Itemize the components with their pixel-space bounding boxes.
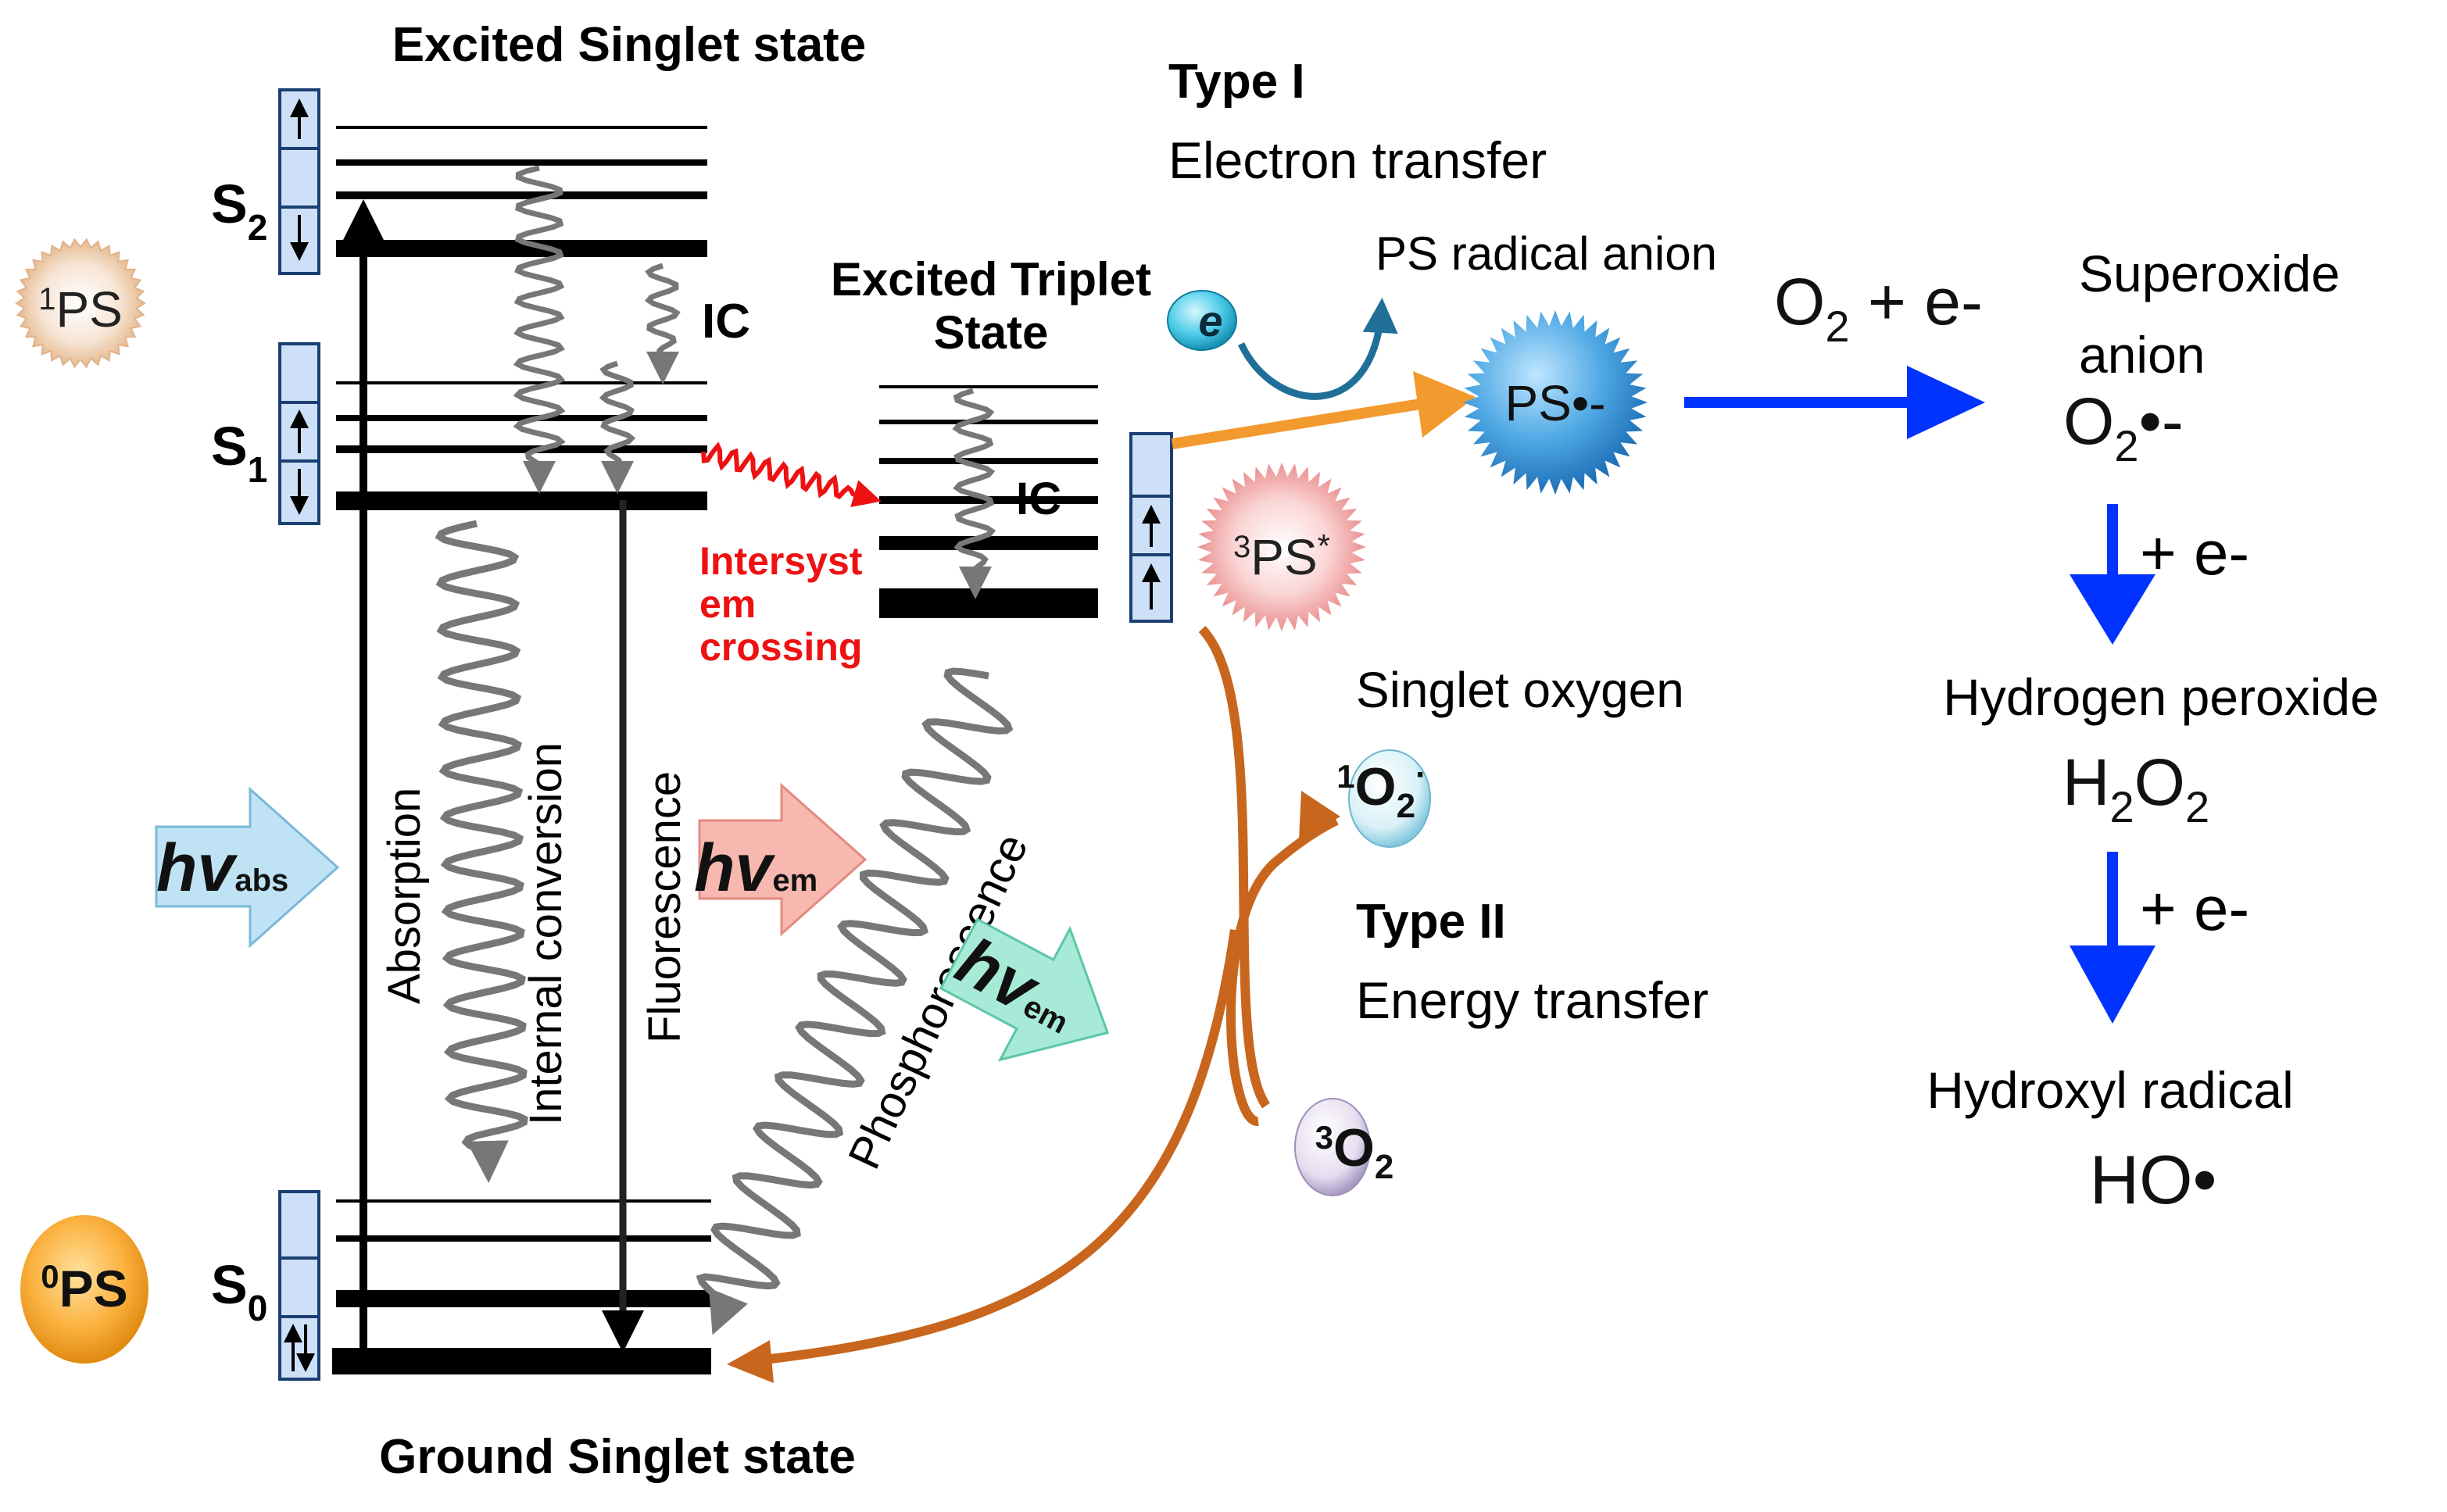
hydrogen-peroxide-label: Hydrogen peroxide	[1943, 668, 2379, 726]
type1-subtitle: Electron transfer	[1168, 131, 1547, 189]
svg-text:1O2·: 1O2·	[1336, 756, 1426, 825]
singlet-oxygen-label: Singlet oxygen	[1356, 662, 1684, 718]
excited-triplet-heading-line2: State	[934, 306, 1049, 359]
s1-label: S1	[211, 416, 267, 490]
ps-radical-anion-starburst: PS•-	[1463, 310, 1647, 495]
type2-arrowhead-singlet-oxygen	[1299, 791, 1340, 840]
fluorescence-label: Fluorescence	[639, 771, 690, 1043]
spin-box-s2	[278, 88, 320, 275]
superoxide-formation-arrow	[1684, 366, 1985, 439]
type2-title: Type II	[1356, 895, 1506, 949]
ground-singlet-heading: Ground Singlet state	[379, 1430, 856, 1484]
absorption-label: Absorption	[379, 788, 430, 1004]
phosphorescence-wavy-arrow	[696, 667, 1014, 1335]
ic-wavy-arrow-triplet	[952, 388, 996, 599]
s1-levels	[336, 381, 707, 510]
type1-orange-arrow	[1171, 371, 1476, 449]
hydroxyl-radical-label: Hydroxyl radical	[1926, 1061, 2293, 1119]
svg-text:PS•-: PS•-	[1504, 375, 1605, 431]
ps3-starburst: 3PS*	[1197, 463, 1366, 631]
superoxide-formula: O2•-	[2063, 384, 2184, 470]
spin-box-triplet	[1129, 432, 1173, 623]
internal-conversion-label: Internal conversion	[521, 742, 571, 1125]
ps-radical-anion-label: PS radical anion	[1376, 227, 1717, 280]
electron-ball: e	[1167, 290, 1237, 351]
internal-conversion-wavy-arrow	[435, 520, 528, 1183]
spin-box-s1	[278, 342, 320, 525]
svg-text:hvem: hvem	[694, 831, 817, 906]
ps1-starburst: 1PS	[15, 238, 146, 369]
spin-box-s0	[278, 1190, 320, 1381]
svg-text:e: e	[1198, 296, 1222, 345]
ic-label-triplet: IC	[1016, 474, 1061, 524]
type2-energy-transfer-arrows	[749, 625, 1339, 1366]
hydroxyl-formation-arrow	[2070, 852, 2155, 1024]
triplet-levels	[879, 385, 1098, 618]
h2o2-formula: H2O2	[2062, 745, 2209, 831]
excited-singlet-heading: Excited Singlet state	[392, 18, 866, 72]
s0-label: S0	[211, 1254, 267, 1328]
type1-title: Type I	[1168, 55, 1305, 109]
hydrogen-peroxide-formation-arrow	[2070, 504, 2155, 645]
ps0-ball: 0PS	[20, 1215, 148, 1364]
ic-wavy-arrow-s1	[599, 360, 636, 494]
s2-levels	[336, 126, 707, 257]
electron-transfer-curve	[1237, 298, 1398, 400]
svg-text:3PS*: 3PS*	[1233, 527, 1330, 585]
type2-subtitle: Energy transfer	[1356, 971, 1708, 1029]
singlet-oxygen-ball: 1O2·	[1336, 749, 1431, 848]
photon-abs-arrow: hvabs	[155, 786, 340, 949]
ic-wavy-arrow-s2-2	[644, 263, 681, 384]
svg-text:hvabs: hvabs	[156, 831, 288, 906]
ic-label-singlet: IC	[702, 295, 750, 349]
isc-label-line3: crossing	[699, 625, 862, 669]
o2-plus-e-equation: O2 + e-	[1774, 265, 1983, 351]
svg-text:3O2: 3O2	[1315, 1118, 1394, 1186]
triplet-oxygen-ball: 3O2	[1294, 1098, 1394, 1196]
type2-arrowhead-ground-state	[727, 1340, 774, 1383]
svg-text:1PS: 1PS	[38, 281, 123, 338]
ic-wavy-arrow-s2-1	[513, 165, 566, 494]
plus-e-label-2: + e-	[2140, 874, 2249, 943]
superoxide-label-line1: Superoxide	[2079, 245, 2340, 302]
superoxide-label-line2: anion	[2079, 326, 2206, 384]
isc-wavy-arrow	[701, 441, 882, 507]
s2-label: S2	[211, 173, 267, 248]
isc-label-line1: Intersyst	[699, 539, 863, 583]
svg-text:0PS: 0PS	[41, 1258, 127, 1317]
plus-e-label-1: + e-	[2140, 518, 2249, 588]
hydroxyl-formula: HO•	[2090, 1141, 2217, 1218]
s0-levels	[332, 1199, 711, 1374]
photon-em-fluorescence-arrow: hvem	[694, 782, 868, 937]
isc-label-line2: em	[699, 582, 756, 626]
excited-triplet-heading-line1: Excited Triplet	[831, 253, 1151, 306]
